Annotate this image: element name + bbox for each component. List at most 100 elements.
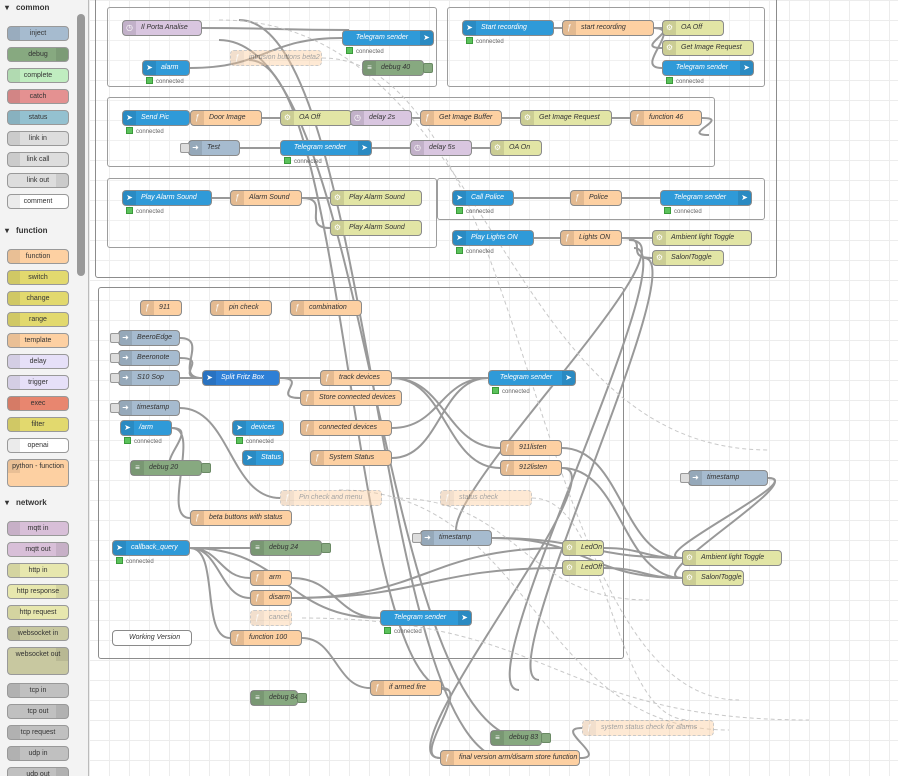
flow-node-salonitoggle[interactable]: ⚙SalonIToggle [652,250,724,266]
wire[interactable] [291,547,563,599]
wire[interactable] [651,27,665,69]
palette-node-delay[interactable]: delay [7,354,69,369]
flow-node-debug-84[interactable]: ≡debug 84 [250,690,307,706]
palette-category-common[interactable]: common [0,0,76,16]
flow-node-debug-24[interactable]: ≡debug 24 [250,540,331,556]
flow-node-split-fritz-box[interactable]: ➤Split Fritz Box [202,370,280,386]
wire[interactable] [561,467,683,579]
wire[interactable] [189,547,251,599]
flow-node-ambient-light-toggle[interactable]: ⚙Ambient light Toggle [682,550,782,566]
wire[interactable] [529,257,654,681]
flow-node-oa-on[interactable]: ⚙OA On [490,140,542,156]
palette-node-link-out[interactable]: link out [7,173,69,188]
inject-button[interactable] [680,473,690,483]
flow-node-telegram-sender[interactable]: ➤Telegram sender [662,60,754,76]
wire[interactable] [291,567,563,599]
wire[interactable] [179,407,281,499]
flow-node-timestamp[interactable]: ➜timestamp [680,470,768,486]
wire[interactable] [279,377,301,399]
palette-node-function[interactable]: function [7,249,69,264]
wire[interactable] [338,489,730,731]
debug-toggle[interactable] [321,543,331,553]
flow-node-timestamp[interactable]: ➜timestamp [412,530,492,546]
flow-node-call-police[interactable]: ➤Call Police [452,190,514,206]
flow-node-play-alarm-sound[interactable]: ➤Play Alarm Sound [122,190,212,206]
wire[interactable] [531,497,690,721]
flow-node-ledoff[interactable]: ⚙LedOff [562,560,604,576]
wire[interactable] [455,239,643,541]
palette-node-link-call[interactable]: link call [7,152,69,167]
wire[interactable] [189,547,231,639]
flow-node-debug-20[interactable]: ≡debug 20 [130,460,211,476]
flow-node-debug-40[interactable]: ≡debug 40 [362,60,433,76]
flow-node-telegram-sender[interactable]: ➤Telegram sender [280,140,372,156]
wire[interactable] [391,377,489,429]
palette-node-mqtt-in[interactable]: mqtt in [7,521,69,536]
palette-node-range[interactable]: range [7,312,69,327]
wire[interactable] [301,637,371,689]
flow-node-working-version[interactable]: Working Version [112,630,192,646]
flow-node-devices[interactable]: ➤devices [232,420,284,436]
inject-button[interactable] [110,373,120,383]
flow-node-get-image-request[interactable]: ⚙Get Image Request [520,110,612,126]
flow-node-delay-5s[interactable]: ◷delay 5s [410,140,472,156]
wire[interactable] [698,117,713,136]
palette-node-http-in[interactable]: http in [7,563,69,578]
palette-node-status[interactable]: status [7,110,69,125]
debug-toggle[interactable] [297,693,307,703]
flow-node-ambient-light-toggle[interactable]: ⚙Ambient light Toggle [652,230,752,246]
flow-node-test[interactable]: ➜Test [180,140,240,156]
flow-node-telegram-sender[interactable]: ➤Telegram sender [660,190,752,206]
wire[interactable] [674,477,776,579]
palette-node-trigger[interactable]: trigger [7,375,69,390]
flow-node-telegram-sender[interactable]: ➤Telegram sender [488,370,576,386]
palette-node-python-function[interactable]: python - function [7,459,69,487]
flow-node-telegram-sender[interactable]: ➤Telegram sender [342,30,434,46]
flow-node-start-recording[interactable]: ➤Start recording [462,20,554,36]
flow-node-beeronote[interactable]: ➜Beeronote [110,350,180,366]
palette-node-udp-in[interactable]: udp in [7,746,69,761]
palette-node-tcp-in[interactable]: tcp in [7,683,69,698]
palette-node-debug[interactable]: debug [7,47,69,62]
flow-node-oa-off[interactable]: ⚙OA Off [662,20,724,36]
wire[interactable] [301,197,331,229]
flow-node-arm[interactable]: ➤/arm [120,420,172,436]
palette-node-complete[interactable]: complete [7,68,69,83]
palette-node-template[interactable]: template [7,333,69,348]
flow-node-play-alarm-sound[interactable]: ⚙Play Alarm Sound [330,220,422,236]
flow-node-timestamp[interactable]: ➜timestamp [110,400,180,416]
flow-node-status[interactable]: ➤Status [242,450,284,466]
flow-node-oa-off[interactable]: ⚙OA Off [280,110,352,126]
flow-node-telegram-sender[interactable]: ➤Telegram sender [380,610,472,626]
wire[interactable] [321,57,740,701]
debug-toggle[interactable] [423,63,433,73]
wire[interactable] [674,477,776,559]
inject-button[interactable] [110,403,120,413]
wire[interactable] [301,617,810,721]
wire[interactable] [201,27,350,31]
wire[interactable] [189,37,343,69]
flow-node-beeroedge[interactable]: ➜BeeroEdge [110,330,180,346]
